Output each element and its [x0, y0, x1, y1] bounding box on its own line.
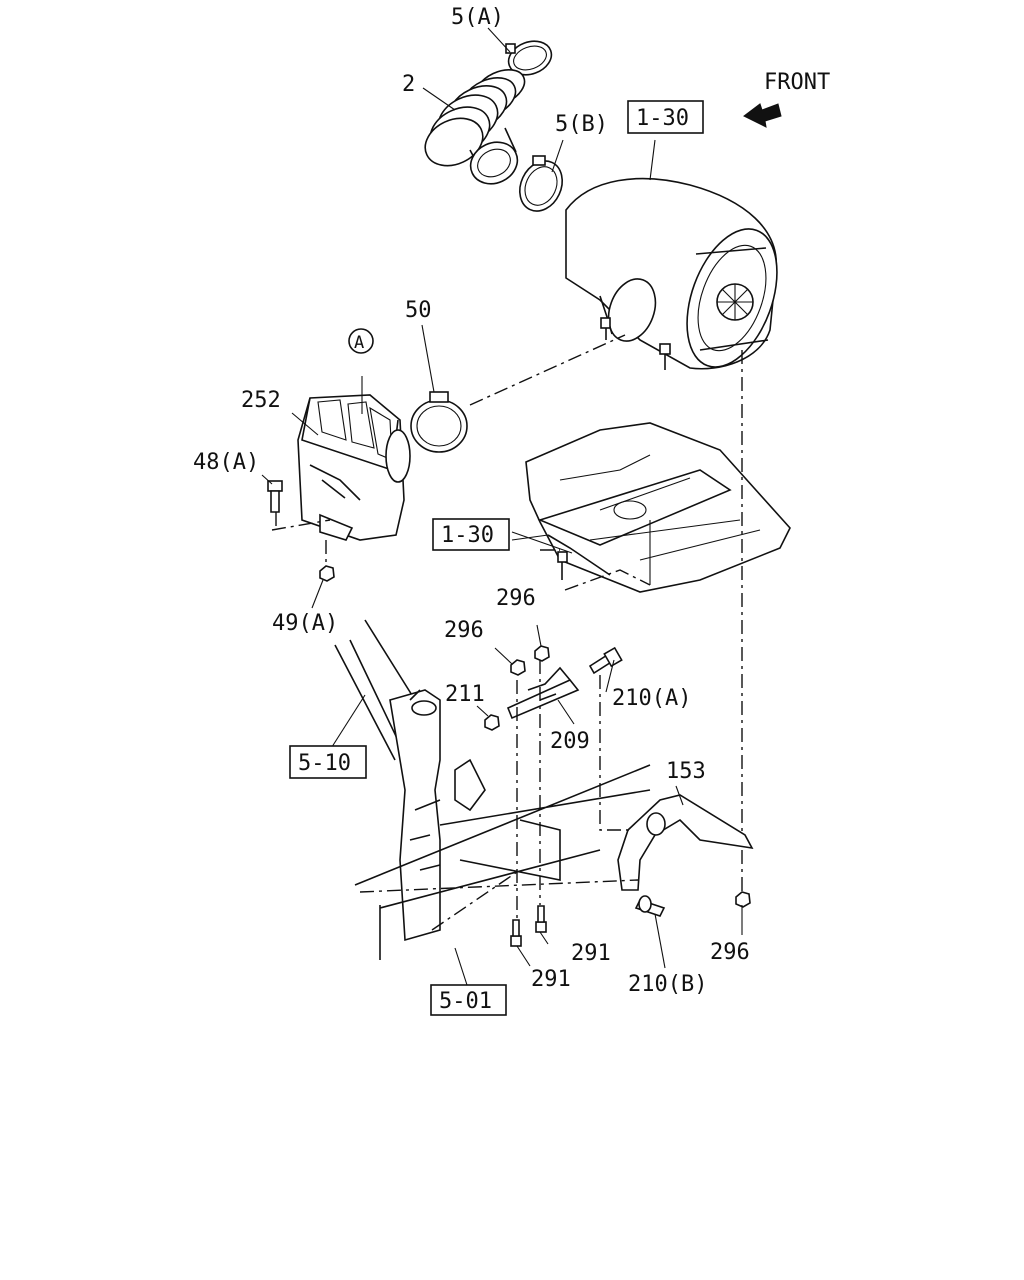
front-arrow-icon — [743, 103, 782, 128]
nut-296-lower — [735, 891, 751, 908]
vehicle-frame — [334, 619, 651, 960]
label-291-right: 291 — [571, 941, 611, 966]
bolt-291-right — [535, 905, 547, 933]
label-252: 252 — [241, 388, 281, 413]
bolt-210a — [588, 646, 623, 675]
intake-hose — [424, 69, 526, 185]
front-indicator: FRONT — [743, 70, 830, 128]
ref-box-1-30-top: 1-30 — [627, 100, 704, 134]
part-labels: 5(A) 2 5(B) 50 252 48(A) 49(A) 296 296 2… — [193, 5, 750, 997]
label-296-upper: 296 — [496, 586, 536, 611]
label-210b: 210(B) — [628, 972, 707, 997]
nut-211 — [484, 714, 500, 731]
bolt-210b — [634, 895, 666, 917]
bracket-153 — [617, 794, 754, 891]
bolt-291-left — [510, 919, 522, 947]
connection-lines — [271, 334, 743, 931]
bracket-209 — [506, 666, 580, 720]
label-153: 153 — [666, 759, 706, 784]
label-296-lower: 296 — [710, 940, 750, 965]
callout-a: A — [348, 328, 374, 354]
label-209: 209 — [550, 729, 590, 754]
ref-1-30-top: 1-30 — [636, 106, 689, 131]
ref-5-10: 5-10 — [298, 751, 351, 776]
nut-49a — [319, 565, 335, 582]
label-211: 211 — [445, 682, 485, 707]
bolt-48a — [267, 480, 283, 513]
label-49a: 49(A) — [272, 611, 338, 636]
label-48a: 48(A) — [193, 450, 259, 475]
leader-lines — [261, 27, 743, 986]
label-296-mid: 296 — [444, 618, 484, 643]
ref-box-5-10: 5-10 — [289, 745, 367, 779]
ref-5-01: 5-01 — [439, 989, 492, 1014]
clamp-5a — [505, 40, 553, 76]
nut-296-upper — [534, 645, 550, 662]
label-5b: 5(B) — [555, 112, 608, 137]
label-2: 2 — [402, 72, 415, 97]
label-210a: 210(A) — [612, 686, 691, 711]
clamp-50 — [410, 391, 468, 453]
nut-296-mid — [510, 659, 526, 676]
label-291-left: 291 — [531, 967, 571, 992]
ref-box-5-01: 5-01 — [430, 984, 507, 1016]
ref-box-1-30-mid: 1-30 — [432, 518, 510, 551]
ref-1-30-mid: 1-30 — [441, 523, 494, 548]
air-cleaner-body — [565, 177, 778, 370]
label-50: 50 — [405, 298, 432, 323]
resonator-252 — [297, 394, 411, 541]
label-5a: 5(A) — [451, 5, 504, 30]
callout-a-label: A — [354, 333, 364, 353]
front-label: FRONT — [764, 70, 830, 95]
clamp-5b — [519, 155, 563, 212]
bracket-plate — [525, 422, 791, 593]
